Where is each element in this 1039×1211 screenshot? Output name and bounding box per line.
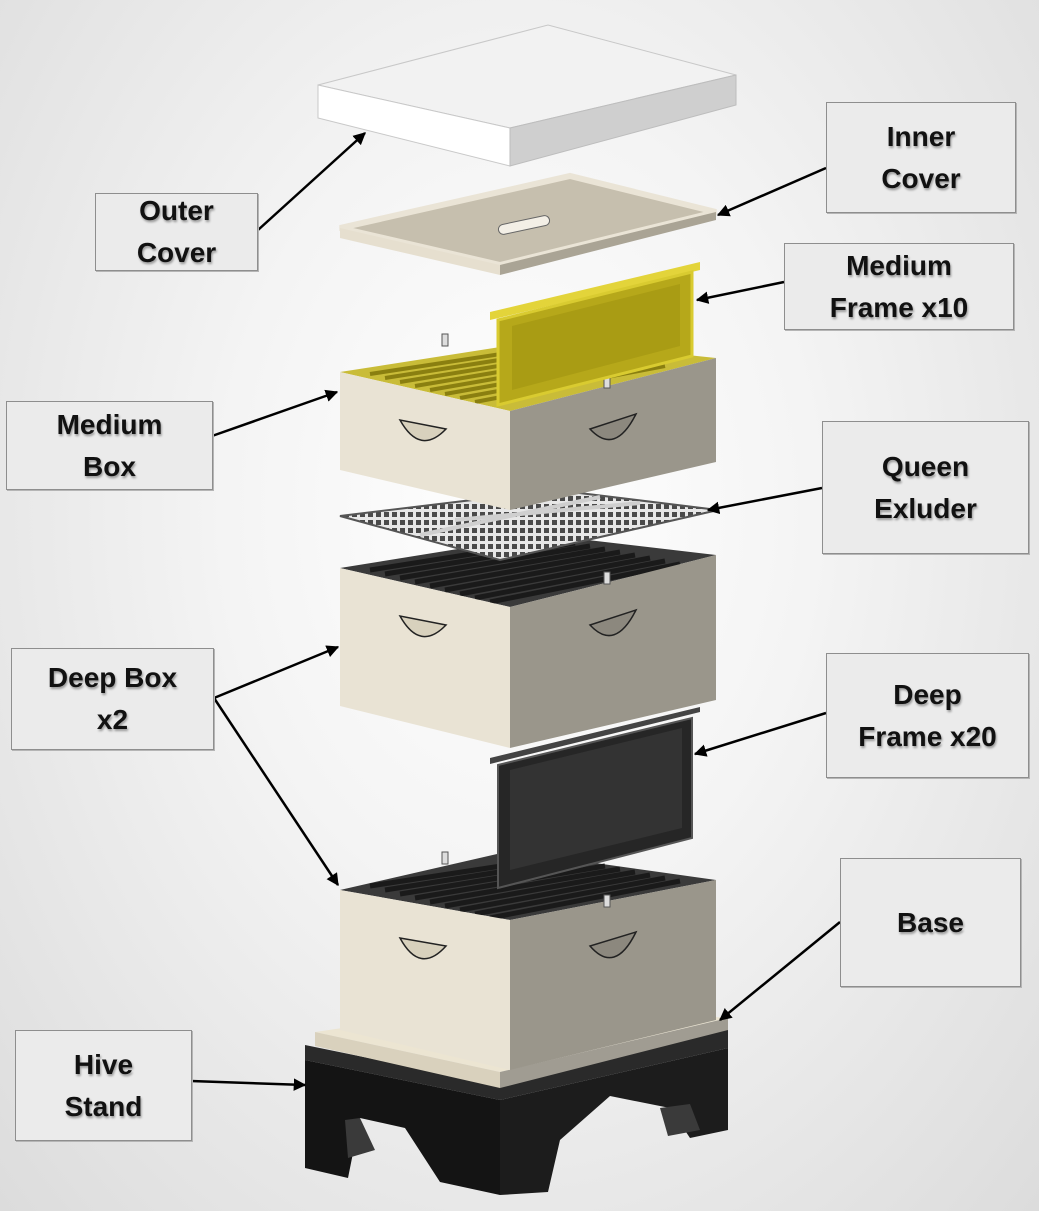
medium-frame-part bbox=[490, 262, 700, 407]
arrow-deep-box-lower bbox=[212, 697, 340, 887]
label-queen-excluder-line1: Queen bbox=[881, 450, 970, 482]
hive-stand-part bbox=[305, 1018, 728, 1195]
label-hive-stand-line1: Hive bbox=[73, 1048, 134, 1080]
label-deep-frame-line1: Deep bbox=[893, 678, 962, 710]
label-deep-box-line1: Deep Box bbox=[47, 662, 178, 693]
arrow-deep-box-upper bbox=[213, 645, 340, 700]
label-medium-box-line1: Medium bbox=[56, 408, 163, 440]
label-deep-box: Deep Box x2 bbox=[11, 648, 214, 750]
callout-arrows bbox=[190, 132, 841, 1091]
label-inner-cover: Inner Cover bbox=[826, 102, 1016, 213]
label-inner-cover-line1: Inner bbox=[886, 120, 956, 152]
inner-cover-part bbox=[339, 172, 717, 275]
deep-frame-part bbox=[490, 707, 700, 890]
label-medium-frame-line2: Frame x10 bbox=[829, 291, 969, 323]
arrow-outer-cover bbox=[257, 132, 366, 231]
label-inner-cover-line2: Cover bbox=[881, 162, 961, 194]
arrow-medium-frame bbox=[695, 280, 785, 304]
arrow-queen-excluder bbox=[706, 486, 823, 515]
arrow-deep-frame bbox=[693, 711, 827, 757]
outer-cover-part bbox=[317, 24, 737, 167]
label-medium-box: Medium Box bbox=[6, 401, 213, 490]
label-deep-box-line2: x2 bbox=[96, 704, 129, 735]
arrow-inner-cover bbox=[716, 166, 827, 217]
label-medium-frame: Medium Frame x10 bbox=[784, 243, 1014, 330]
label-base: Base bbox=[840, 858, 1021, 987]
lower-deep-box-part bbox=[340, 851, 716, 1070]
label-medium-frame-line1: Medium bbox=[846, 249, 952, 281]
arrow-hive-stand bbox=[190, 1078, 307, 1091]
label-medium-box-line2: Box bbox=[83, 450, 136, 482]
label-hive-stand-line2: Stand bbox=[64, 1090, 143, 1122]
label-queen-excluder: Queen Exluder bbox=[822, 421, 1029, 554]
arrow-medium-box bbox=[211, 389, 339, 438]
label-deep-frame-line2: Frame x20 bbox=[858, 720, 997, 752]
label-hive-stand: Hive Stand bbox=[15, 1030, 192, 1141]
upper-deep-box-part bbox=[340, 535, 716, 748]
label-queen-excluder-line2: Exluder bbox=[874, 492, 977, 524]
label-deep-frame: Deep Frame x20 bbox=[826, 653, 1029, 778]
label-outer-cover-line2: Cover bbox=[136, 237, 217, 268]
label-outer-cover-line1: Outer bbox=[139, 195, 214, 226]
arrow-base bbox=[719, 921, 841, 1021]
label-base-line1: Base bbox=[897, 906, 964, 938]
label-outer-cover: Outer Cover bbox=[95, 193, 258, 271]
